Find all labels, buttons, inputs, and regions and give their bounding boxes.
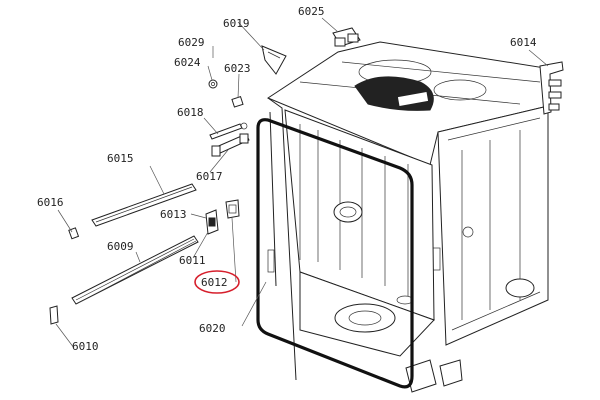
callout-6019: 6019 xyxy=(223,17,250,30)
part-6018-strip xyxy=(209,122,248,140)
part-6010-end-cap xyxy=(49,305,59,325)
callout-6012: 6012 xyxy=(201,276,228,289)
callout-labels: 6025 6019 6029 6024 6023 6014 6018 6015 … xyxy=(37,5,537,353)
callout-6011: 6011 xyxy=(179,254,206,267)
callout-6016: 6016 xyxy=(37,196,64,209)
callout-6023: 6023 xyxy=(224,62,251,75)
part-6023-screw xyxy=(231,96,244,108)
highlight-circle xyxy=(194,270,240,294)
callout-6029: 6029 xyxy=(178,36,205,49)
callout-6020: 6020 xyxy=(199,322,226,335)
part-6024-nut xyxy=(208,79,218,89)
door-gasket xyxy=(256,118,414,389)
callout-6018: 6018 xyxy=(177,106,204,119)
part-6019-shield xyxy=(261,45,287,75)
part-6015-rail xyxy=(91,183,197,227)
callout-6025: 6025 xyxy=(298,5,325,18)
part-6014-hinge xyxy=(539,61,564,115)
part-6012-holder xyxy=(225,199,240,219)
callout-6009: 6009 xyxy=(107,240,134,253)
dishwasher-tub xyxy=(266,41,549,393)
callout-6015: 6015 xyxy=(107,152,134,165)
callout-6013: 6013 xyxy=(160,208,187,221)
callout-6010: 6010 xyxy=(72,340,99,353)
callout-6024: 6024 xyxy=(174,56,201,69)
callout-6017: 6017 xyxy=(196,170,223,183)
callout-6014: 6014 xyxy=(510,36,537,49)
part-6025-bracket xyxy=(332,27,361,47)
leader-lines xyxy=(55,17,549,349)
part-6017-catch xyxy=(211,133,250,157)
part-6009-rail xyxy=(71,235,199,305)
part-6013-latch xyxy=(205,209,219,235)
